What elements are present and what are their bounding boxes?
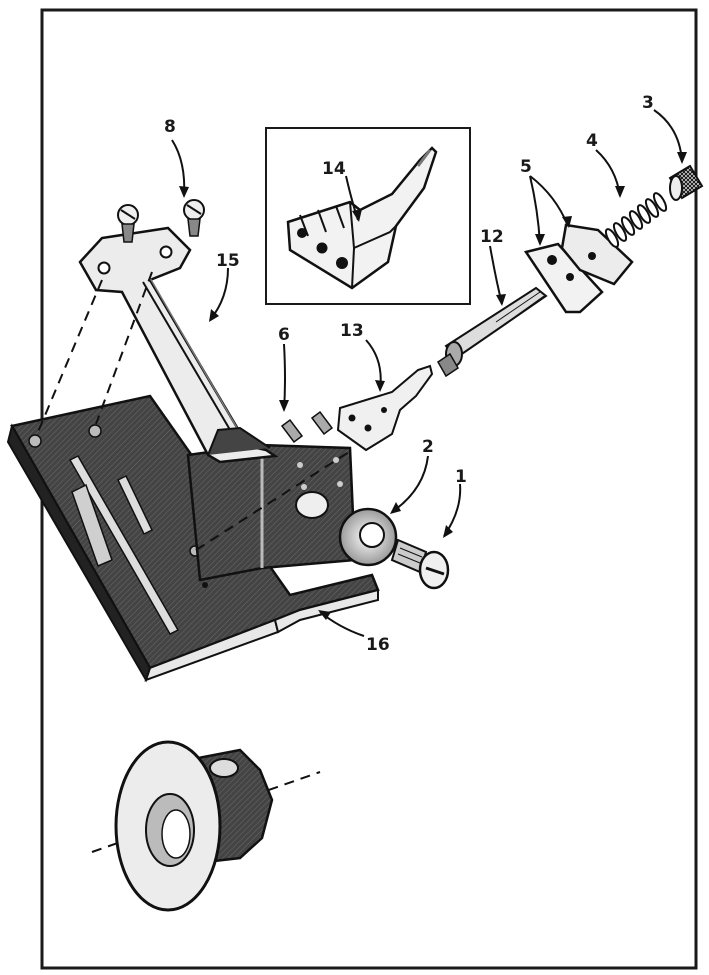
part-6-pins: [280, 410, 334, 444]
part-12-stud: [437, 286, 548, 378]
callout-16: 16: [366, 635, 390, 655]
part-13-feed-finger: [336, 364, 434, 452]
part-1-screw: [390, 538, 450, 590]
flange-bushing: [114, 740, 274, 912]
callout-13: 13: [340, 321, 364, 341]
callout-12: 12: [480, 227, 504, 247]
part-15-arm-lever: [78, 226, 279, 464]
inset-detail-box: [265, 127, 471, 305]
callout-14: 14: [322, 159, 346, 179]
part-14-illustration: [286, 146, 438, 290]
callout-3: 3: [642, 93, 654, 113]
callout-8: 8: [164, 117, 176, 137]
callout-5: 5: [520, 157, 532, 177]
part-8-screws: [117, 199, 205, 243]
callout-2: 2: [422, 437, 434, 457]
part-3-knurled-nut: [668, 164, 704, 201]
part-5-plates: [523, 223, 634, 314]
callout-15: 15: [216, 251, 240, 271]
part-4-spring: [604, 192, 668, 248]
arrow-heads: [179, 152, 687, 620]
part-2-washer: [338, 507, 398, 567]
callout-1: 1: [455, 467, 467, 487]
callout-4: 4: [586, 131, 598, 151]
callout-6: 6: [278, 325, 290, 345]
